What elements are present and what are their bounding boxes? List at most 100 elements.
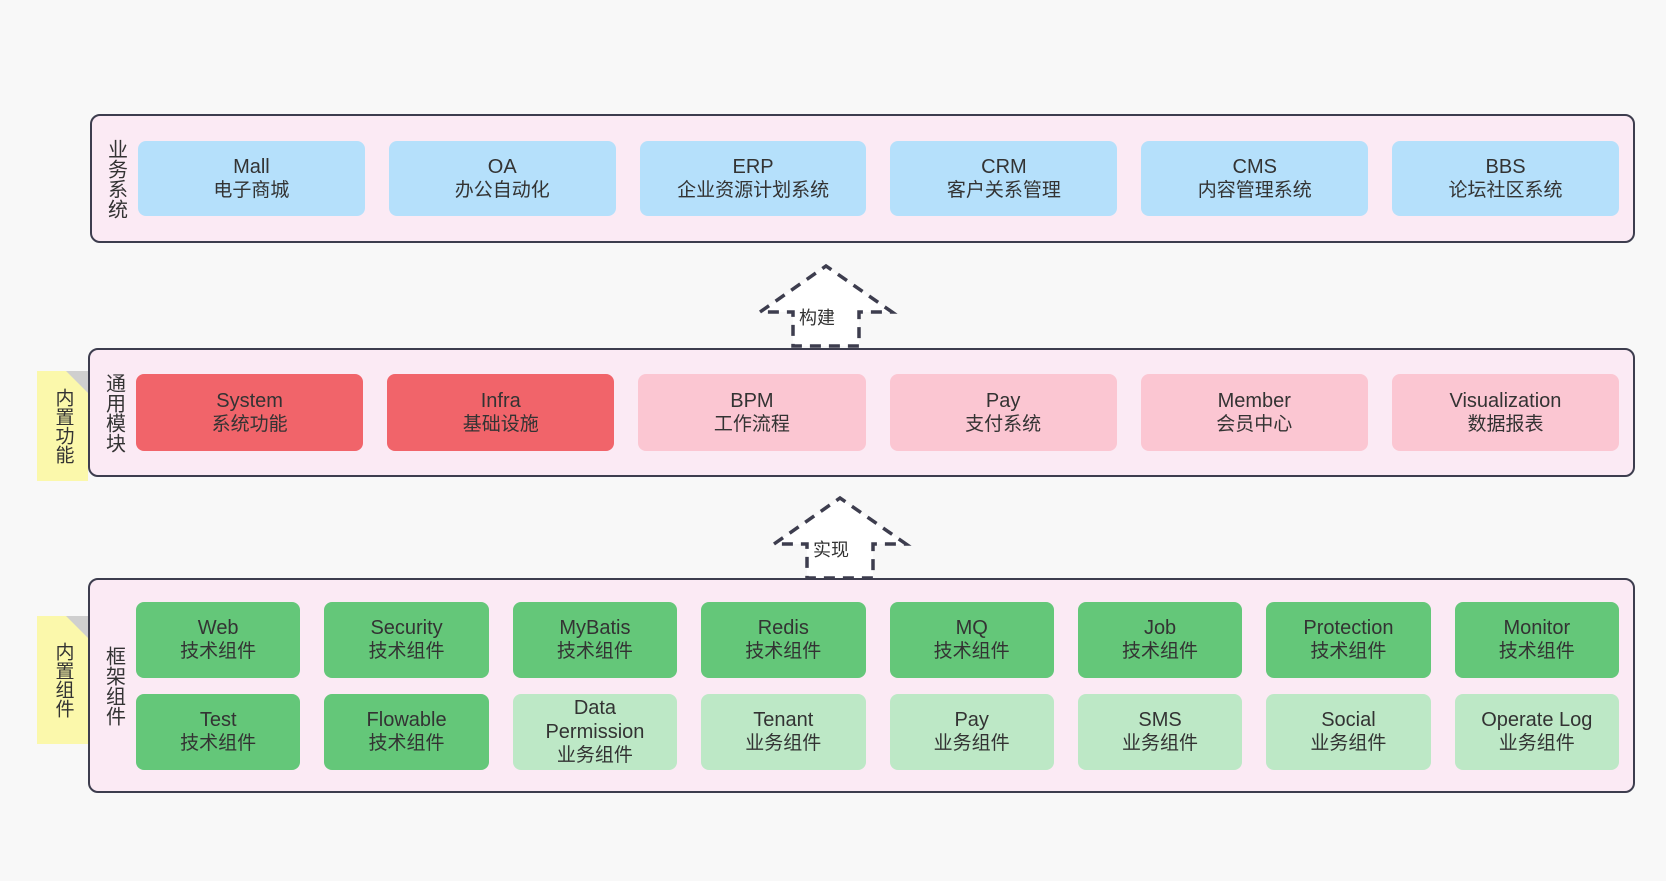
node-subtitle: 技术组件: [1310, 641, 1387, 663]
node-protection[interactable]: Protection 技术组件: [1266, 601, 1431, 678]
node-mybatis[interactable]: MyBatis 技术组件: [512, 601, 678, 678]
sticky-note-text: 内置功能: [52, 388, 74, 464]
node-title: MyBatis: [559, 616, 631, 639]
node-operate-log[interactable]: Operate Log 业务组件: [1454, 693, 1619, 770]
node-title: MQ: [955, 616, 988, 639]
node-title: Social: [1321, 708, 1376, 731]
node-pay-module[interactable]: Pay 支付系统: [889, 374, 1117, 451]
layer-framework-component: 框架组件 Web 技术组件 Security 技术组件 MyBatis 技术组件…: [88, 578, 1635, 793]
node-pay-component[interactable]: Pay 业务组件: [889, 693, 1054, 770]
node-subtitle: 内容管理系统: [1197, 180, 1312, 202]
node-title: Flowable: [366, 708, 447, 731]
node-subtitle: 业务组件: [933, 733, 1010, 755]
node-mall[interactable]: Mall 电子商城: [138, 141, 365, 216]
layer-body-framework-component: Web 技术组件 Security 技术组件 MyBatis 技术组件 Redi…: [136, 580, 1633, 791]
connector-build: 构建: [754, 262, 908, 348]
node-bbs[interactable]: BBS 论坛社区系统: [1392, 141, 1619, 216]
node-subtitle: 技术组件: [368, 733, 445, 755]
node-subtitle: 业务组件: [1122, 733, 1199, 755]
node-title: Mall: [233, 155, 270, 178]
node-cms[interactable]: CMS 内容管理系统: [1141, 141, 1369, 216]
node-title: OA: [487, 155, 517, 178]
node-social[interactable]: Social 业务组件: [1266, 693, 1431, 770]
implement-arrow-icon: [768, 495, 912, 580]
node-title: CRM: [981, 155, 1027, 178]
node-redis[interactable]: Redis 技术组件: [701, 601, 866, 678]
node-title: Redis: [757, 616, 809, 639]
node-erp[interactable]: ERP 企业资源计划系统: [639, 141, 867, 216]
node-title: Web: [197, 616, 239, 639]
node-security[interactable]: Security 技术组件: [324, 601, 489, 678]
node-title: Security: [370, 616, 443, 639]
node-subtitle: 系统功能: [211, 414, 288, 436]
node-title: Pay: [985, 389, 1021, 412]
node-subtitle: 技术组件: [180, 733, 257, 755]
node-subtitle: 业务组件: [1310, 733, 1387, 755]
node-flowable[interactable]: Flowable 技术组件: [324, 693, 489, 770]
node-title: Pay: [954, 708, 989, 731]
node-subtitle: 办公自动化: [454, 180, 550, 202]
node-title: CMS: [1232, 155, 1277, 178]
sticky-note-text: 内置组件: [52, 642, 74, 718]
node-job[interactable]: Job 技术组件: [1077, 601, 1243, 678]
node-row: System 系统功能 Infra 基础设施 BPM 工作流程 Pay 支付系统…: [136, 374, 1620, 451]
node-subtitle: 技术组件: [1498, 641, 1575, 663]
node-sms[interactable]: SMS 业务组件: [1077, 693, 1243, 770]
node-subtitle: 业务组件: [745, 733, 822, 755]
sticky-fold-corner-icon: [66, 616, 88, 638]
node-subtitle: 客户关系管理: [946, 180, 1061, 202]
node-subtitle: 业务组件: [556, 745, 633, 767]
node-subtitle: 支付系统: [965, 414, 1042, 436]
node-subtitle: 数据报表: [1467, 414, 1544, 436]
node-tenant[interactable]: Tenant 业务组件: [701, 693, 866, 770]
node-title: BBS: [1485, 155, 1526, 178]
layer-business-system: 业务系统 Mall 电子商城 OA 办公自动化 ERP 企业资源计划系统 CRM: [90, 114, 1635, 243]
node-row: Mall 电子商城 OA 办公自动化 ERP 企业资源计划系统 CRM 客户关系…: [138, 141, 1619, 216]
node-title: ERP: [732, 155, 774, 178]
node-title: System: [216, 389, 283, 412]
sticky-note-builtin-component: 内置组件: [37, 616, 88, 744]
node-subtitle: 企业资源计划系统: [677, 180, 830, 202]
node-subtitle: 会员中心: [1216, 414, 1293, 436]
build-arrow-icon: [754, 263, 898, 348]
node-visualization[interactable]: Visualization 数据报表: [1391, 374, 1620, 451]
node-system[interactable]: System 系统功能: [136, 374, 364, 451]
layer-title-framework-component: 框架组件: [102, 645, 125, 726]
node-subtitle: 技术组件: [933, 641, 1010, 663]
node-subtitle: 技术组件: [368, 641, 445, 663]
node-web[interactable]: Web 技术组件: [136, 601, 301, 678]
node-bpm[interactable]: BPM 工作流程: [638, 374, 866, 451]
node-subtitle: 工作流程: [713, 414, 790, 436]
node-test[interactable]: Test 技术组件: [136, 693, 301, 770]
node-data-permission[interactable]: Data Permission 业务组件: [512, 693, 678, 770]
node-infra[interactable]: Infra 基础设施: [387, 374, 615, 451]
node-member[interactable]: Member 会员中心: [1140, 374, 1368, 451]
node-title: Monitor: [1503, 616, 1571, 639]
node-subtitle: 技术组件: [745, 641, 822, 663]
node-title: Member: [1217, 389, 1291, 412]
sticky-note-builtin-feature: 内置功能: [37, 371, 88, 481]
node-subtitle: 论坛社区系统: [1448, 180, 1563, 202]
node-oa[interactable]: OA 办公自动化: [388, 141, 616, 216]
node-crm[interactable]: CRM 客户关系管理: [890, 141, 1118, 216]
layer-title-common-module: 通用模块: [102, 372, 125, 453]
layer-common-module: 通用模块 System 系统功能 Infra 基础设施 BPM 工作流程 Pay: [88, 348, 1635, 477]
node-subtitle: 基础设施: [462, 414, 539, 436]
node-subtitle: 技术组件: [1122, 641, 1199, 663]
node-mq[interactable]: MQ 技术组件: [889, 601, 1054, 678]
node-subtitle: 技术组件: [556, 641, 633, 663]
node-subtitle: 电子商城: [213, 180, 290, 202]
node-title: Operate Log: [1481, 708, 1593, 731]
sticky-fold-corner-icon: [66, 371, 88, 393]
node-subtitle: 业务组件: [1498, 733, 1575, 755]
connector-implement-label: 实现: [813, 540, 849, 560]
node-title: Test: [199, 708, 237, 731]
node-title: Protection: [1303, 616, 1394, 639]
node-title: Data Permission: [545, 696, 645, 743]
node-monitor[interactable]: Monitor 技术组件: [1454, 601, 1619, 678]
node-row: Web 技术组件 Security 技术组件 MyBatis 技术组件 Redi…: [136, 601, 1619, 678]
node-row: Test 技术组件 Flowable 技术组件 Data Permission …: [136, 693, 1619, 770]
connector-build-label: 构建: [799, 308, 835, 328]
node-title: BPM: [730, 389, 774, 412]
